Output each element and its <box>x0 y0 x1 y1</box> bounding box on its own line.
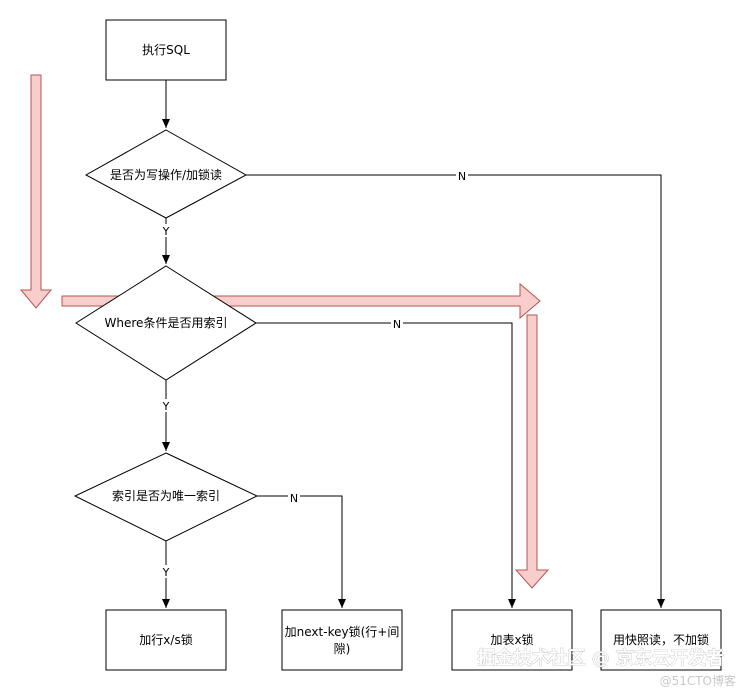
node-row-lock-text: 加行x/s锁 <box>139 632 192 647</box>
node-exec-sql: 执行SQL <box>105 19 227 81</box>
edge-labels: N Y N Y N Y <box>160 169 468 579</box>
node-snapshot-read: 用快照读，不加锁 <box>600 609 722 671</box>
edge-write-no <box>246 174 665 608</box>
node-table-lock: 加表x锁 <box>451 609 573 671</box>
edge-unique-no <box>257 495 346 608</box>
node-exec-sql-text: 执行SQL <box>142 43 190 57</box>
decision-write-lock: 是否为写操作/加锁读 <box>84 129 248 219</box>
decision-write-lock-text: 是否为写操作/加锁读 <box>110 167 222 182</box>
decision-unique-index-text: 索引是否为唯一索引 <box>112 489 220 503</box>
node-table-lock-text: 加表x锁 <box>490 632 533 647</box>
highlight-arrow-down-left <box>19 74 53 309</box>
label-where-no: N <box>393 318 401 331</box>
watermark: 掘金技术社区 @ 京东云开发者 @51CTO博客 <box>477 647 736 688</box>
connectors <box>162 80 665 608</box>
label-write-yes: Y <box>162 225 170 238</box>
edge-where-no <box>256 322 516 608</box>
watermark-main-text: 掘金技术社区 @ 京东云开发者 <box>477 647 724 669</box>
node-next-key-lock-text-line1: 加next-key锁(行+间 <box>285 624 400 639</box>
label-unique-yes: Y <box>162 566 170 579</box>
label-where-yes: Y <box>162 400 170 413</box>
label-unique-no: N <box>290 492 298 505</box>
watermark-sub-text: @51CTO博客 <box>660 673 736 688</box>
label-write-no: N <box>458 170 466 183</box>
node-next-key-lock: 加next-key锁(行+间 隙) <box>281 609 403 671</box>
decision-where-index: Where条件是否用索引 <box>75 265 257 381</box>
highlight-arrow-down-right <box>514 314 550 589</box>
node-row-lock: 加行x/s锁 <box>105 609 227 671</box>
node-next-key-lock-text-line2: 隙) <box>334 642 351 656</box>
node-snapshot-read-text: 用快照读，不加锁 <box>613 632 709 647</box>
decision-where-index-text: Where条件是否用索引 <box>105 316 228 330</box>
decision-unique-index: 索引是否为唯一索引 <box>73 452 259 542</box>
